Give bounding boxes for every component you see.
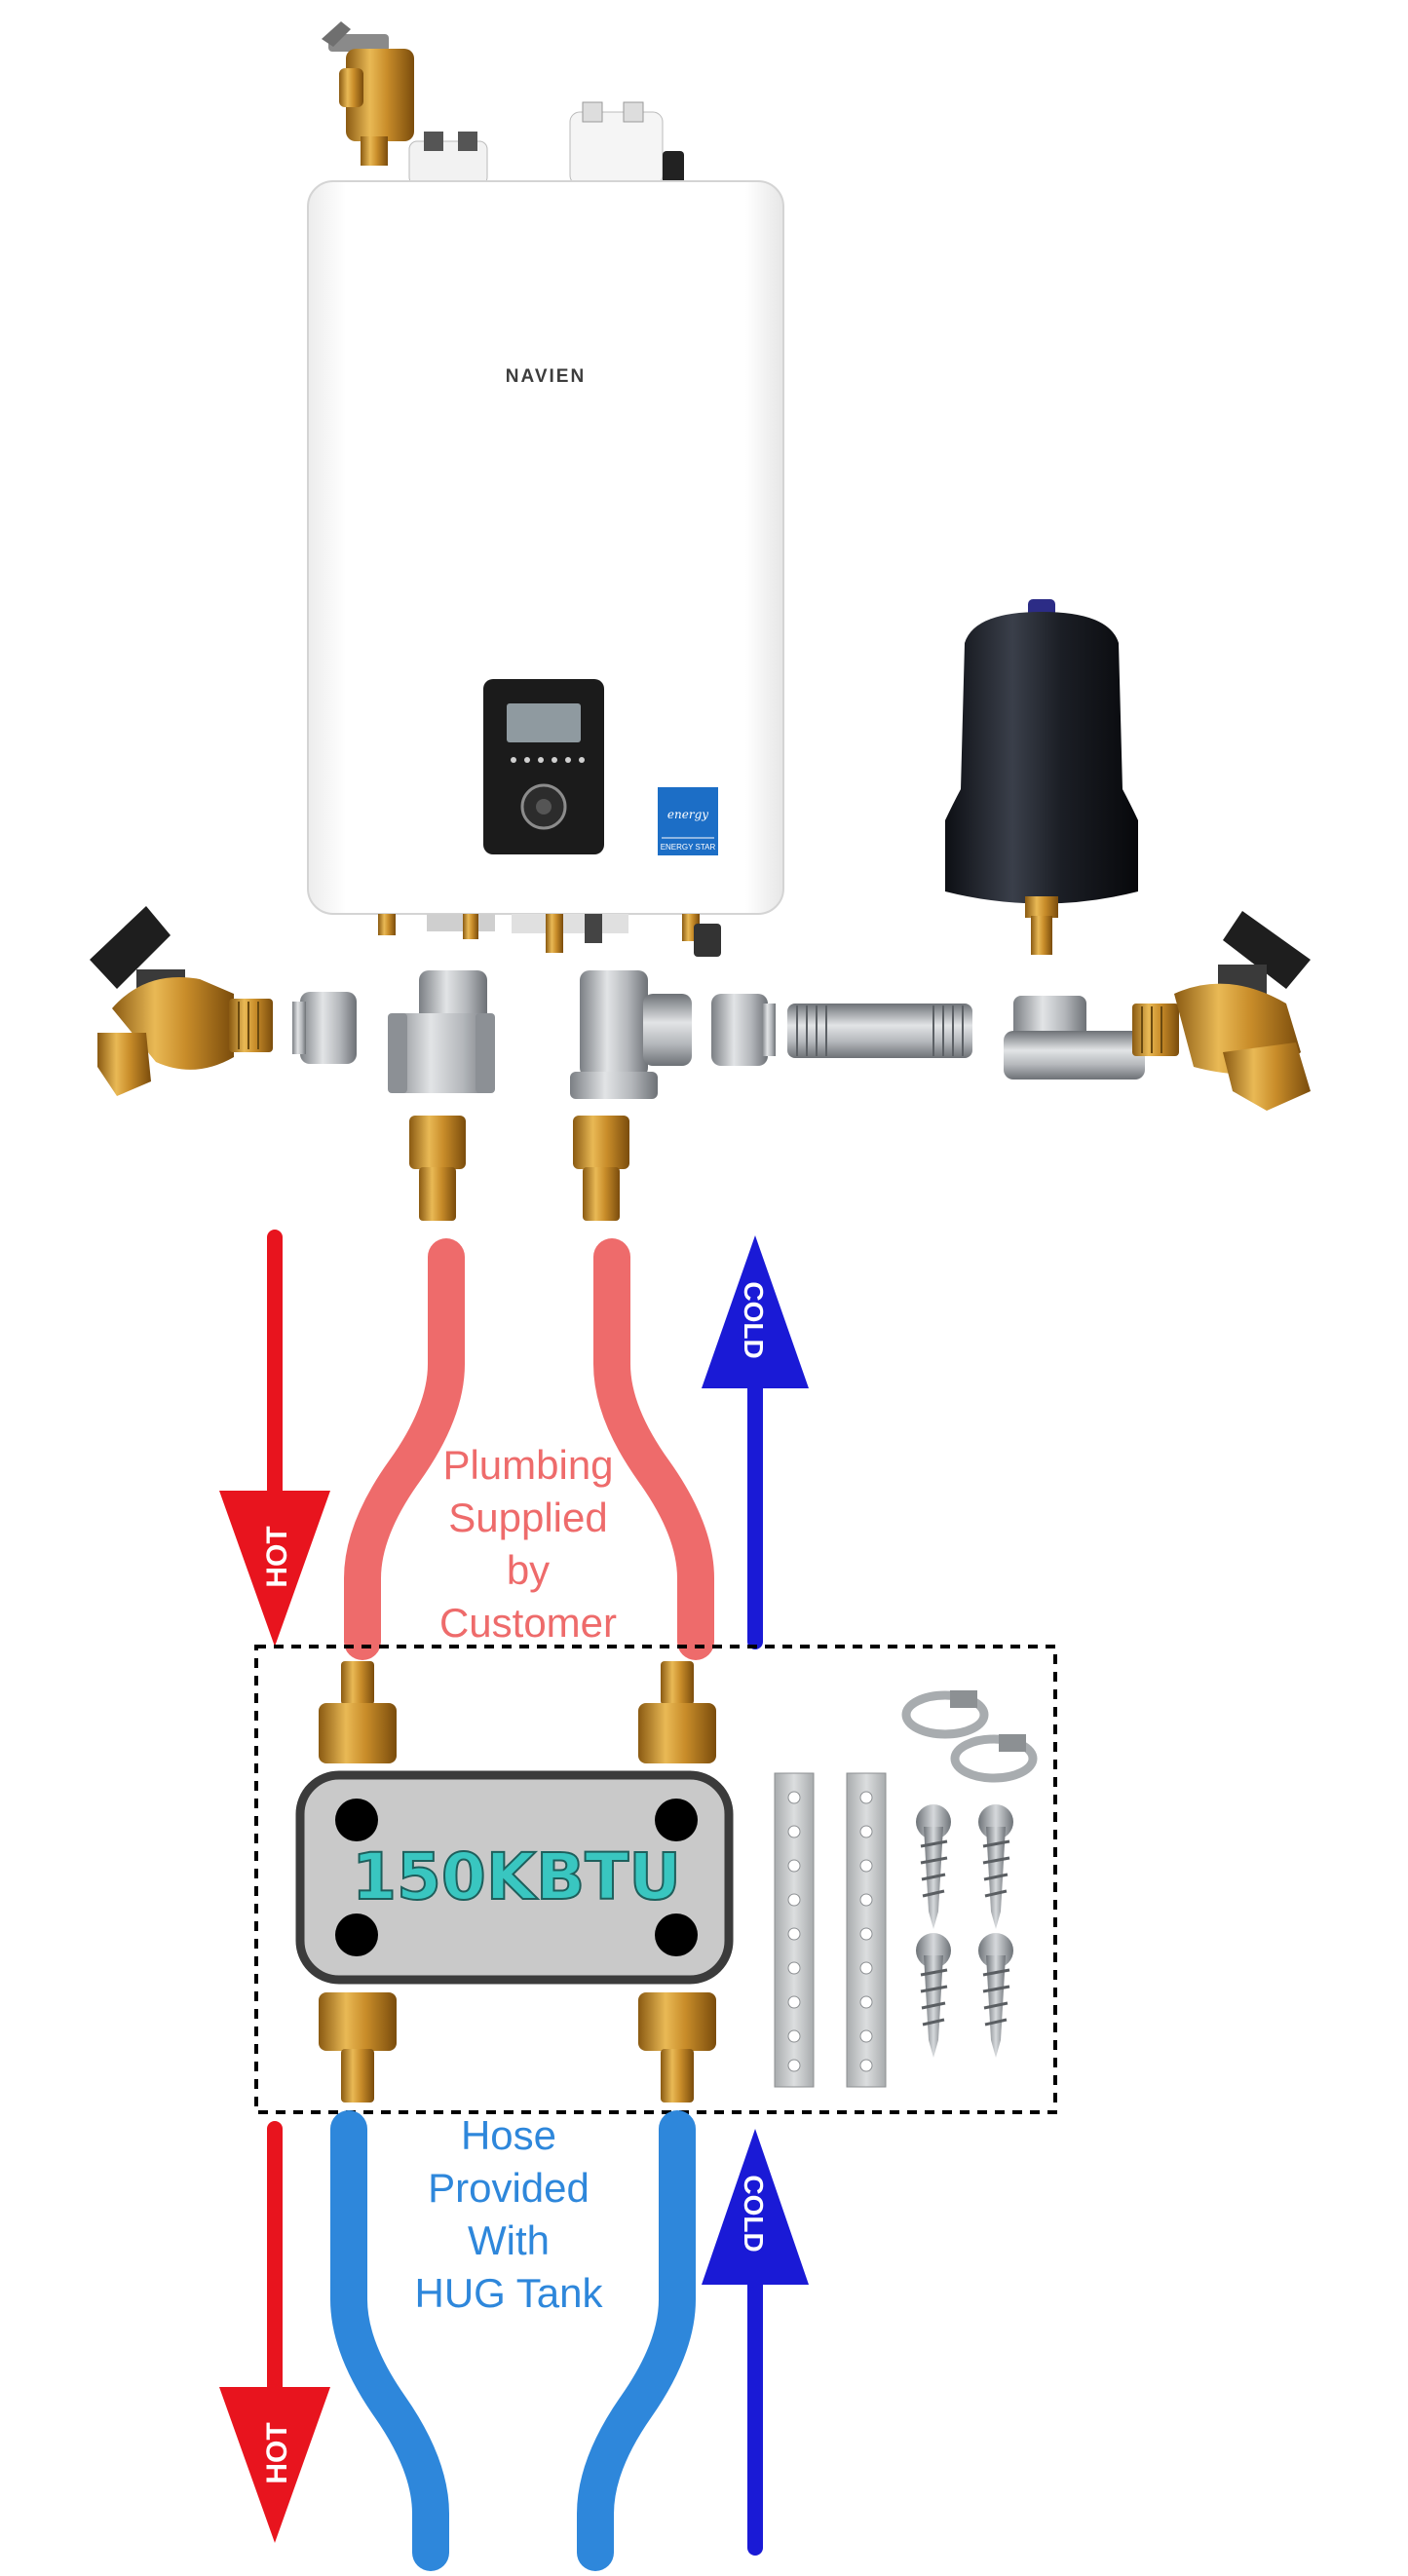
left-drain-valve-icon xyxy=(90,906,273,1096)
hose-barb-adapter-icon xyxy=(409,1116,466,1221)
hose-label-line: Provided xyxy=(428,2165,590,2211)
plumbing-label-line: Plumbing xyxy=(442,1442,613,1488)
exchanger-top-fitting-icon xyxy=(319,1661,397,1763)
hot-label: HOT xyxy=(261,2422,293,2483)
display-screen-icon xyxy=(507,703,581,742)
exchanger-bottom-fitting-icon xyxy=(319,1992,397,2102)
hose-clamp-icon xyxy=(901,1690,989,1739)
hose-right xyxy=(577,2110,696,2571)
customer-plumbing-pipes xyxy=(344,1238,714,1660)
relief-valve-icon xyxy=(322,21,414,166)
hose-label: Hose Provided With HUG Tank xyxy=(415,2112,604,2316)
cold-label: COLD xyxy=(739,2175,769,2252)
wood-screw-icon xyxy=(978,1933,1013,2058)
pipe-tee-fitting-icon xyxy=(1004,996,1145,1080)
port-icon xyxy=(335,1913,378,1956)
top-connectors-icon xyxy=(408,101,684,186)
port-icon xyxy=(335,1799,378,1841)
port-icon xyxy=(655,1799,698,1841)
panel-buttons-icon xyxy=(511,757,585,763)
exchanger-bottom-fitting-icon xyxy=(638,1992,716,2102)
hot-arrow-lower: HOT xyxy=(219,2121,330,2543)
plate-heat-exchanger: 150KBTU xyxy=(295,1770,734,1985)
navien-water-heater: NAVIEN energy ENERGY STAR xyxy=(307,21,784,957)
hot-label: HOT xyxy=(261,1526,293,1587)
cold-arrow-upper: COLD xyxy=(702,1235,809,1649)
plumbing-label-line: Customer xyxy=(439,1600,617,1646)
pipe-nipple-icon xyxy=(787,1004,972,1058)
pipe-tee-fitting-icon xyxy=(388,970,495,1093)
hose-clamp-icon xyxy=(950,1734,1038,1783)
control-panel xyxy=(483,679,604,854)
hose-left xyxy=(330,2110,449,2571)
hose-barb-adapter-icon xyxy=(573,1116,629,1221)
cold-label: COLD xyxy=(739,1281,769,1358)
expansion-tank-icon xyxy=(945,599,1138,955)
port-icon xyxy=(655,1913,698,1956)
plumbing-label-line: Supplied xyxy=(448,1495,607,1540)
heater-bottom-fittings-icon xyxy=(378,914,721,957)
cold-arrow-lower: COLD xyxy=(702,2129,809,2556)
customer-pipe-left xyxy=(344,1238,465,1660)
right-drain-valve-icon xyxy=(1132,911,1311,1111)
hose-label-line: Hose xyxy=(461,2112,556,2158)
exchanger-top-fitting-icon xyxy=(638,1661,716,1763)
mounting-strap-icon xyxy=(846,1772,887,2088)
mounting-strap-icon xyxy=(774,1772,815,2088)
exchanger-rating: 150KBTU xyxy=(352,1839,681,1914)
wood-screw-icon xyxy=(916,1933,951,2058)
hose-label-line: With xyxy=(468,2217,550,2263)
wood-screw-icon xyxy=(916,1804,951,1929)
heater-brand: NAVIEN xyxy=(506,366,586,387)
wood-screw-icon xyxy=(978,1804,1013,1929)
plumbing-label-line: by xyxy=(507,1547,550,1593)
pipe-tee-fitting-icon xyxy=(570,970,692,1099)
reducer-bushing-icon xyxy=(292,992,357,1064)
hose-label-line: HUG Tank xyxy=(415,2270,604,2316)
svg-text:energy: energy xyxy=(667,808,708,821)
hug-tank-hoses xyxy=(330,2110,696,2571)
reducer-bushing-icon xyxy=(711,994,776,1066)
energy-star-badge: energy ENERGY STAR xyxy=(658,787,718,855)
customer-pipe-right xyxy=(593,1238,714,1660)
svg-text:ENERGY STAR: ENERGY STAR xyxy=(661,843,716,852)
hot-arrow-upper: HOT xyxy=(219,1230,330,1647)
plumbing-label: Plumbing Supplied by Customer xyxy=(439,1442,617,1646)
